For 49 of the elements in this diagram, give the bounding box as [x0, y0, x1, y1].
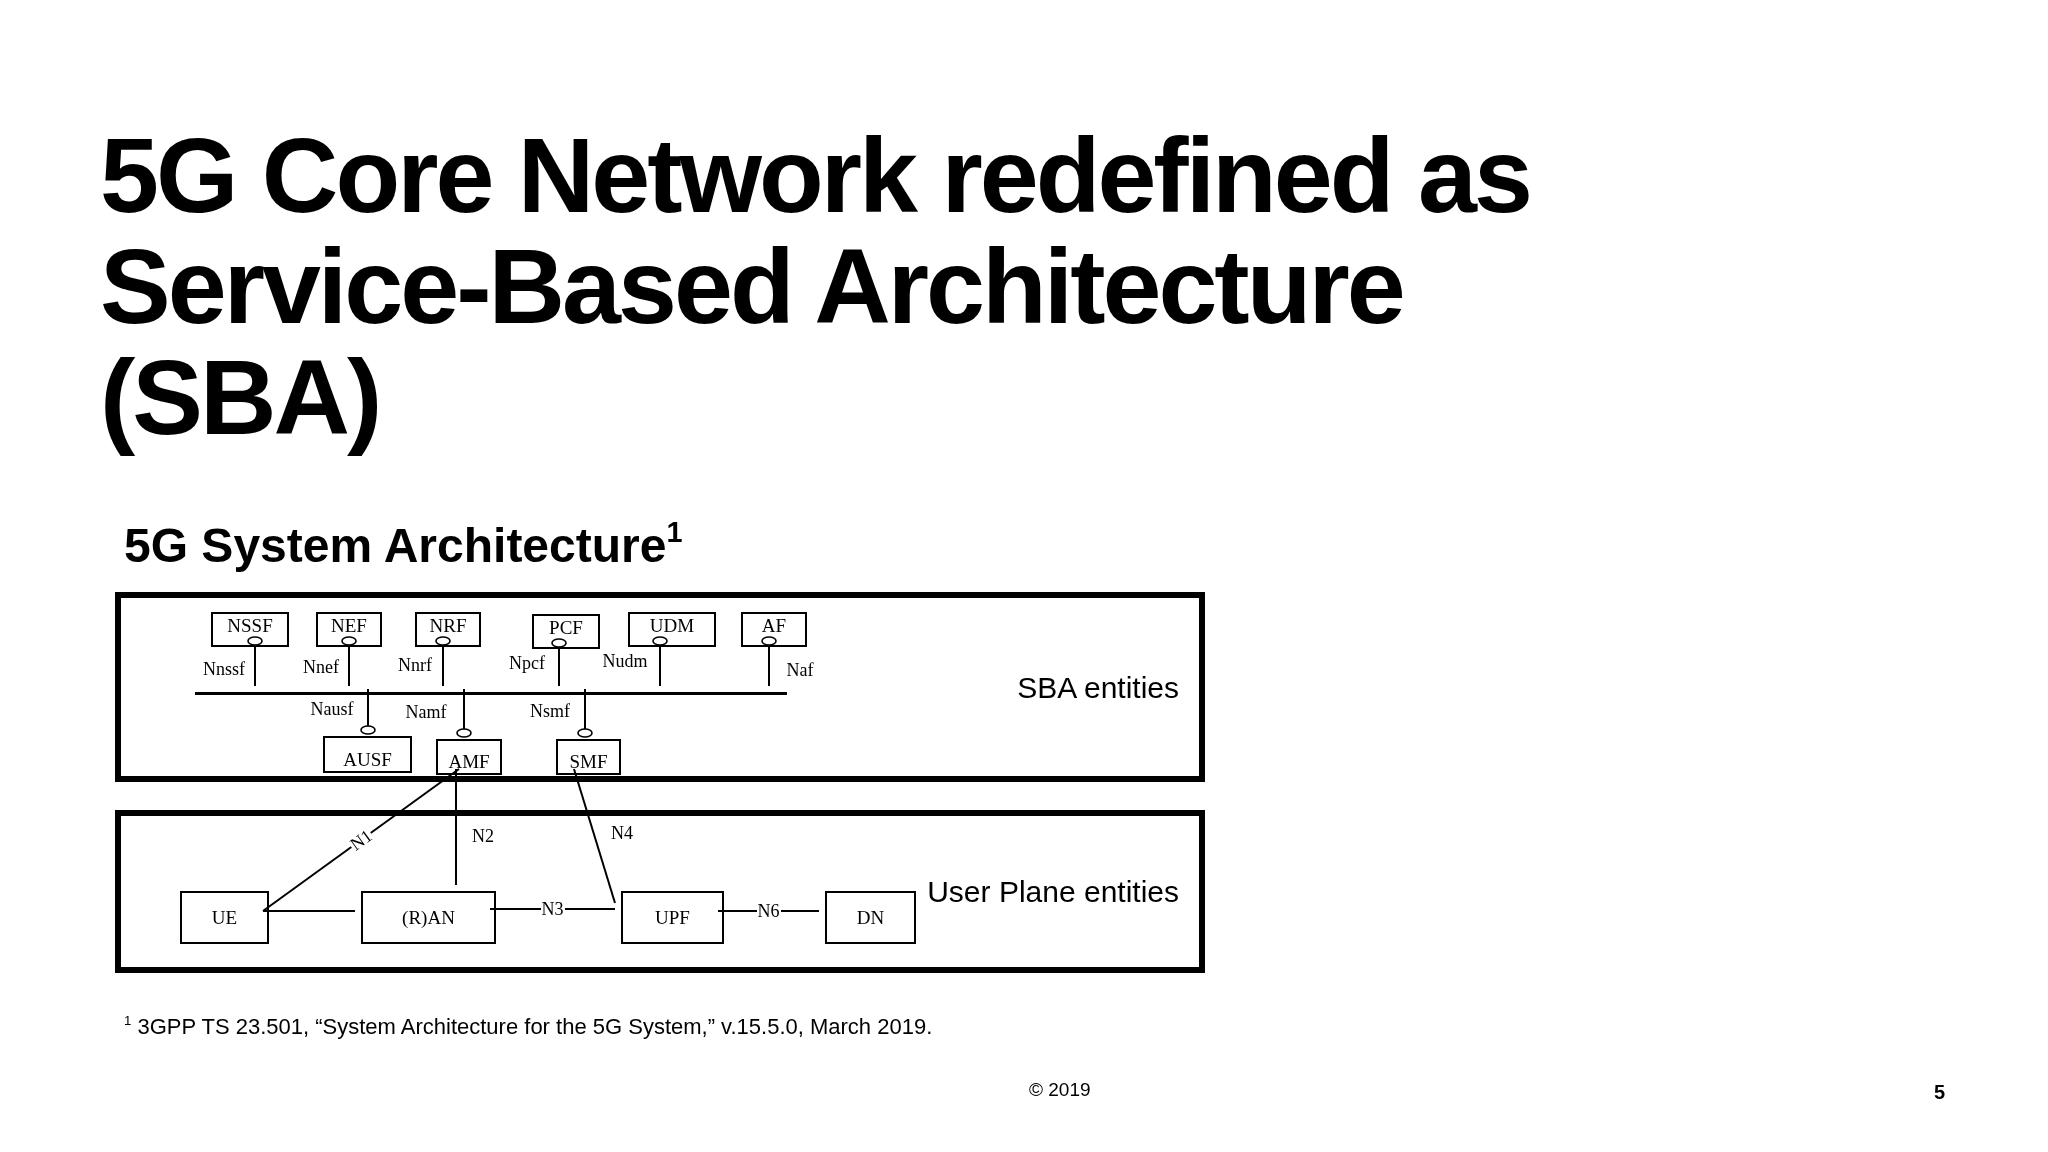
function-box: PCF	[532, 614, 600, 649]
interface-label: N2	[471, 827, 495, 845]
interface-label: Nudm	[601, 652, 649, 670]
connector-line	[652, 636, 668, 687]
interface-label: Namf	[404, 703, 448, 721]
connector-line	[489, 908, 616, 910]
group-label: User Plane entities	[927, 875, 1179, 909]
function-box: UPF	[621, 891, 724, 944]
page-number: 5	[1934, 1081, 1946, 1104]
interface-label: N6	[756, 902, 781, 920]
function-box: AUSF	[323, 736, 412, 773]
copyright-text: © 2019	[1029, 1079, 1091, 1101]
function-box: UE	[180, 891, 269, 944]
interface-label: Nnef	[302, 658, 340, 676]
connector-line	[761, 636, 777, 687]
connector-line	[247, 636, 263, 687]
interface-label: N3	[540, 900, 565, 918]
interface-label: Nsmf	[529, 702, 571, 720]
connector-line	[573, 768, 616, 904]
function-box: DN	[825, 891, 916, 944]
interface-label: Nnrf	[397, 656, 433, 674]
function-box: NEF	[316, 612, 382, 647]
connector-line	[360, 688, 376, 735]
connector-line	[455, 768, 457, 886]
interface-label: Npcf	[508, 654, 546, 672]
section-heading: 5G System Architecture$^{1}$	[124, 518, 683, 573]
interface-label: Nnssf	[202, 660, 246, 678]
connector-line	[341, 636, 357, 687]
connector-line	[435, 636, 451, 687]
function-box: UDM	[628, 612, 716, 647]
footnote: $^{1}$ 3GPP TS 23.501, “System Architecture for the 5G System,” v.15.5.0, March 2019.	[124, 1014, 933, 1040]
interface-label: N4	[610, 824, 634, 842]
function-box: (R)AN	[361, 891, 496, 944]
function-box: NSSF	[211, 612, 289, 647]
function-box: AMF	[436, 739, 502, 775]
interface-label: Naf	[785, 661, 815, 679]
connector-line	[262, 768, 460, 912]
group-frame	[115, 592, 1205, 782]
interface-label: Nausf	[309, 700, 355, 718]
function-box: NRF	[415, 612, 481, 647]
connector-line	[262, 910, 356, 912]
group-frame	[115, 810, 1205, 973]
connector-line	[551, 638, 567, 687]
function-box: SMF	[556, 739, 621, 775]
group-label: SBA entities	[1017, 671, 1179, 705]
function-box: AF	[741, 612, 807, 647]
connector-line	[456, 688, 472, 738]
connector-line	[577, 688, 593, 738]
bus-line	[195, 692, 787, 695]
